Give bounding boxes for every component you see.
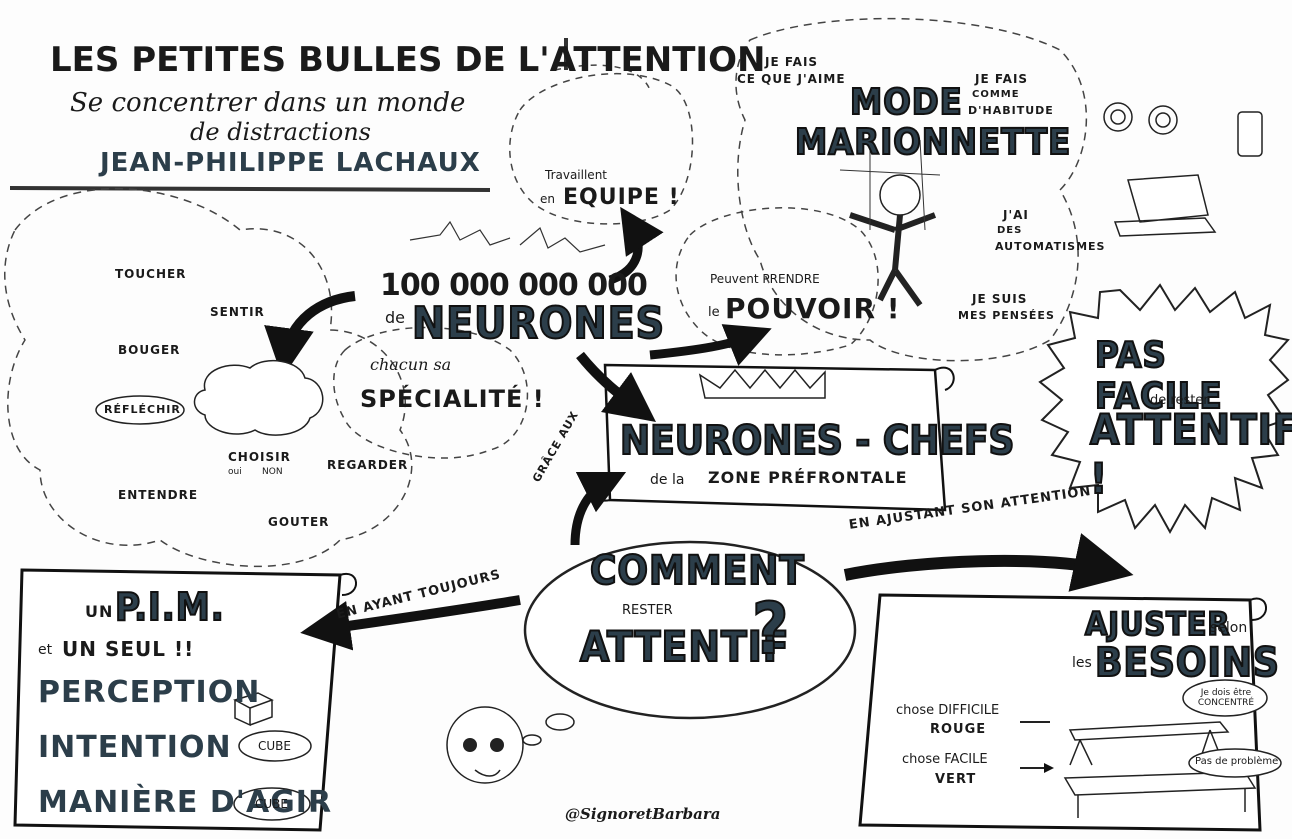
- label-non: NON: [262, 467, 283, 477]
- label-entendre: ENTENDRE: [118, 488, 199, 502]
- center-line2: RESTER: [622, 603, 673, 618]
- ajuster-bubble2: Pas de problème: [1195, 756, 1279, 767]
- marionnette-t3c: AUTOMATISMES: [995, 240, 1106, 253]
- center-line3: ATTENTIF: [579, 621, 790, 672]
- center-oval: [523, 540, 857, 720]
- pouvoir-le: le: [708, 305, 720, 320]
- pim-seul: UN SEUL !!: [62, 637, 195, 661]
- label-choisir: CHOISIR: [228, 450, 291, 464]
- arrow-ajustant: [843, 533, 1134, 592]
- marionnette-t3a: J'AI: [1003, 208, 1029, 222]
- marionnette-t1a: JE FAIS: [765, 55, 819, 69]
- label-regarder: REGARDER: [327, 458, 409, 472]
- pim-et: et: [38, 642, 53, 658]
- author: JEAN-PHILIPPE LACHAUX: [100, 148, 481, 178]
- specialite-bubble: [333, 326, 529, 459]
- marionnette-t4b: MES PENSÉES: [958, 309, 1055, 322]
- beam-icon: [1068, 721, 1230, 741]
- ajuster-besoins: BESOINS: [1094, 639, 1280, 687]
- pas-facile-line1: PAS FACILE: [1094, 334, 1223, 418]
- pim-perception: PERCEPTION: [38, 675, 261, 710]
- chefs-scroll: [603, 363, 947, 512]
- center-question: ?: [751, 587, 790, 671]
- arrow-ayant: [300, 595, 521, 651]
- marionnette-t3b: DES: [997, 225, 1023, 236]
- neurones-count: 100 000 000 000: [380, 268, 648, 303]
- arrow-to-pouvoir: [649, 324, 772, 366]
- pas-facile-line3: ATTENTIF !: [1089, 404, 1292, 504]
- label-oui: oui: [228, 467, 242, 477]
- ajuster-bubble1: Je dois être CONCENTRÉ: [1197, 688, 1255, 708]
- brain-icon: [193, 360, 324, 436]
- specialite-line2: SPÉCIALITÉ !: [360, 385, 545, 413]
- title-line2: Se concentrer dans un monde: [70, 88, 466, 118]
- ajuster-row2a: chose FACILE: [902, 752, 988, 767]
- label-toucher: TOUCHER: [115, 267, 187, 281]
- label-bouger: BOUGER: [118, 343, 181, 357]
- arrow-to-chefs: [576, 351, 656, 423]
- arrow-to-cloud: [264, 291, 356, 378]
- crown-icon: [698, 368, 826, 399]
- marionnette-t2c: D'HABITUDE: [968, 104, 1054, 117]
- pouvoir-bubble: [675, 207, 879, 356]
- spiral-icon: [1103, 102, 1133, 132]
- puppet-head: [879, 174, 921, 216]
- pim-un: UN: [85, 602, 114, 621]
- ajuster-row1a: chose DIFFICILE: [896, 703, 1000, 718]
- signature: @SignoretBarbara: [565, 805, 721, 823]
- equipe-en: en: [540, 192, 555, 206]
- ajuster-scroll: [858, 593, 1262, 832]
- pouvoir-word: POUVOIR !: [725, 292, 901, 325]
- spiky-burst: [1038, 283, 1290, 535]
- pouvoir-line1: Peuvent PRENDRE: [710, 272, 820, 286]
- marionnette-cloud: [735, 17, 1087, 362]
- center-line1: COMMENT: [589, 547, 805, 595]
- chefs-title: NEURONES - CHEFS: [619, 417, 1015, 465]
- marionnette-t1b: CE QUE J'AIME: [737, 72, 846, 86]
- table-icon: [1063, 771, 1257, 796]
- label-gouter: GOUTER: [268, 515, 330, 529]
- neurones-de: de: [385, 308, 405, 327]
- marionnette-t2a: JE FAIS: [975, 72, 1029, 86]
- marionnette-title1: MODE: [849, 81, 963, 124]
- chefs-de-la: de la: [650, 472, 685, 488]
- chefs-zone: ZONE PRÉFRONTALE: [708, 468, 908, 487]
- ajuster-selon: selon: [1210, 620, 1248, 636]
- phone-icon: [1237, 111, 1263, 157]
- neuron-squiggles: [409, 220, 606, 253]
- title-line1: LES PETITES BULLES DE L'ATTENTION: [50, 40, 766, 80]
- arrow-to-equipe: [608, 206, 664, 285]
- specialite-line1: chacun sa: [370, 355, 452, 374]
- label-reflechir: RÉFLÉCHIR: [104, 403, 181, 416]
- ajuster-row1b: ROUGE: [930, 722, 987, 737]
- cube-icon: [233, 692, 274, 727]
- marionnette-t2b: COMME: [972, 89, 1020, 100]
- ajuster-les: les: [1072, 655, 1092, 671]
- label-sentir: SENTIR: [210, 305, 265, 319]
- marionnette-title2: MARIONNETTE: [794, 121, 1072, 164]
- equipe-word: EQUIPE !: [563, 185, 680, 210]
- senses-cloud: [4, 187, 413, 568]
- pim-cube2: CUBE: [255, 797, 288, 811]
- equipe-line1: Travaillent: [545, 168, 608, 182]
- marionnette-t4a: JE SUIS: [972, 292, 1028, 306]
- pim-cube1: CUBE: [258, 739, 291, 753]
- equipe-bubble: [509, 73, 694, 225]
- ajuster-row2b: VERT: [935, 772, 977, 787]
- pim-maniere: MANIÈRE D'AGIR: [38, 785, 333, 820]
- title-underline: [9, 186, 491, 192]
- neurones-word: NEURONES: [411, 297, 666, 350]
- laptop-icon: [1113, 174, 1217, 237]
- pas-facile-line2: de rester: [1150, 393, 1209, 408]
- pim-intention: INTENTION: [38, 730, 232, 765]
- ajuster-title: AJUSTER: [1084, 604, 1231, 644]
- arrow-grace: [570, 471, 627, 546]
- title-line3: de distractions: [190, 118, 371, 146]
- face-icon: [446, 706, 524, 784]
- pim-scroll: [13, 568, 342, 832]
- pim-title: P.I.M.: [114, 584, 225, 630]
